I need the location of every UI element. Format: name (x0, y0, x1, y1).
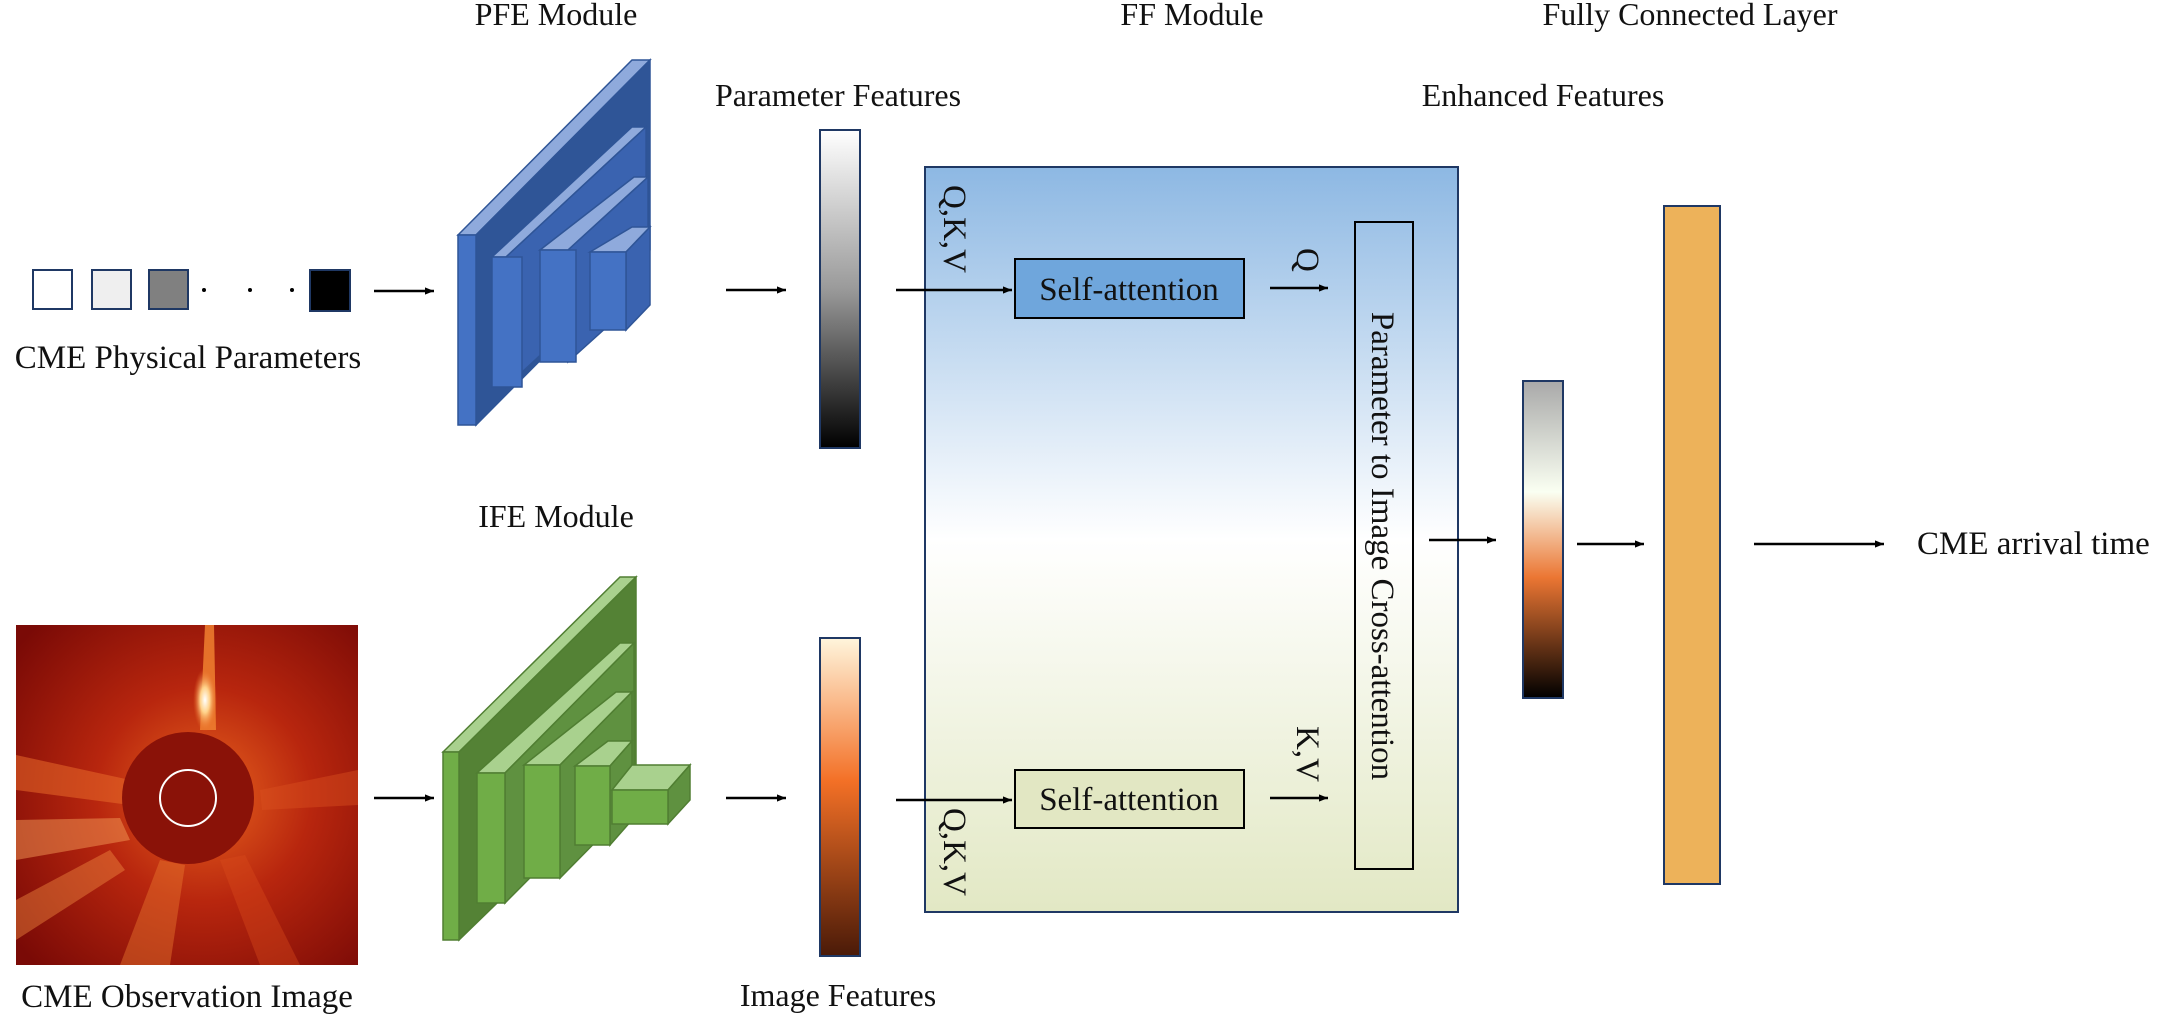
ife-module-blocks (441, 575, 692, 942)
image-features-label: Image Features (740, 977, 936, 1013)
self-attention-bottom-box (1014, 769, 1245, 829)
self-attention-bottom-label: Self-attention (1039, 782, 1219, 818)
parameter-features-bar (819, 129, 861, 449)
cross-attention-box (1354, 221, 1414, 870)
enhanced-features-bar (1522, 380, 1564, 699)
ff-module-title: FF Module (1120, 0, 1263, 32)
kv-label: K,V (1289, 726, 1325, 782)
qkv-top-label: Q,K,V (936, 185, 972, 273)
ife-module-title: IFE Module (478, 498, 634, 534)
param-features-label: Parameter Features (715, 77, 961, 113)
q-label: Q (1289, 248, 1325, 272)
cme-parameter-squares (32, 269, 351, 312)
fully-connected-layer-bar (1663, 205, 1721, 885)
pfe-module-title: PFE Module (475, 0, 638, 32)
cme-params-label: CME Physical Parameters (15, 340, 361, 376)
self-attention-top-box (1014, 258, 1245, 319)
fc-layer-title: Fully Connected Layer (1542, 0, 1837, 32)
cme-image-label: CME Observation Image (21, 979, 353, 1015)
pfe-module-blocks (456, 58, 652, 427)
self-attention-top-label: Self-attention (1039, 272, 1219, 308)
cme-observation-image (16, 625, 358, 965)
output-label: CME arrival time (1917, 526, 2150, 562)
enhanced-features-label: Enhanced Features (1422, 77, 1665, 113)
image-features-bar (819, 637, 861, 957)
cross-attention-label: Parameter to Image Cross-attention (1364, 312, 1400, 780)
qkv-bottom-label: Q,K,V (936, 808, 972, 896)
